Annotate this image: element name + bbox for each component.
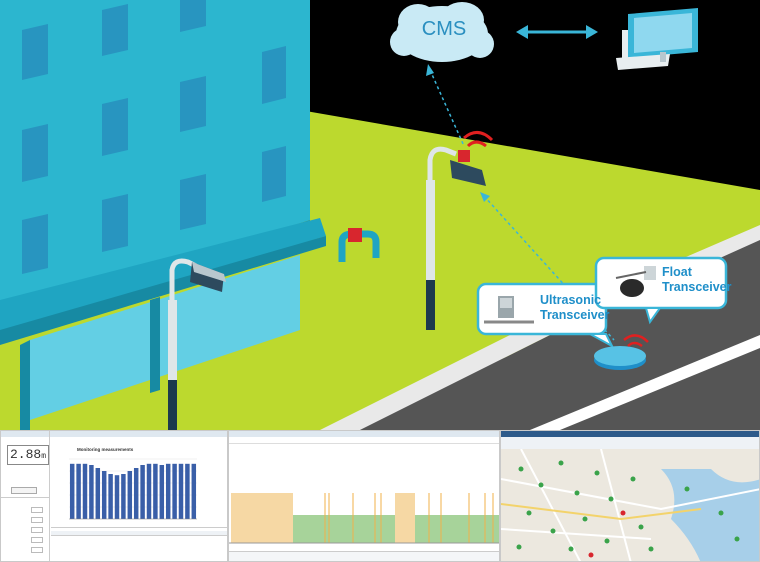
road-marking (530, 335, 760, 430)
chart-bar-7 (108, 474, 113, 519)
chart-bar-4 (89, 465, 94, 519)
chart-bar-17 (172, 463, 177, 519)
pipe-sensor (338, 228, 380, 262)
chart-bar-12 (140, 465, 145, 519)
ultrasonic-label: Ultrasonic Transceiver (540, 293, 610, 323)
float-label: Float Transceiver (662, 265, 732, 295)
float-callout (594, 256, 728, 325)
cms-cloud (390, 2, 494, 62)
chart-bar-11 (133, 468, 139, 519)
chart-bar-13 (146, 463, 152, 519)
chart-bar-5 (95, 468, 101, 519)
chart-bar-3 (82, 463, 88, 519)
level-readout-value: 2.88 (9, 447, 42, 462)
timeline-toolbar (229, 439, 499, 444)
chart-bar-20 (191, 463, 197, 519)
ultrasonic-callout (476, 282, 615, 349)
timeline-scrollbar[interactable] (229, 551, 499, 561)
panel-button[interactable] (11, 487, 37, 494)
cms-computer-link (516, 25, 598, 39)
float-label-line1: Float (662, 265, 692, 279)
chart-bar-1 (69, 463, 75, 519)
timeline-panel-titlebar (229, 431, 499, 437)
monitoring-panel: 2.88m Monitoring measurements (0, 430, 228, 562)
chart-bar-18 (178, 463, 184, 519)
building (0, 0, 326, 430)
level-readout: 2.88m (7, 445, 49, 465)
chart-bar-2 (76, 463, 81, 519)
monitoring-chart-title: Monitoring measurements (77, 447, 134, 452)
cms-label: CMS (421, 18, 467, 40)
panel-field-column (31, 507, 43, 553)
street-lamp-center (426, 131, 494, 330)
panel-divider (1, 497, 49, 498)
map-panel (500, 430, 760, 562)
ultrasonic-label-line1: Ultrasonic (540, 293, 602, 307)
float-label-line2: Transceiver (662, 280, 732, 294)
computer-icon (616, 8, 698, 70)
chart-bar-14 (153, 463, 158, 519)
chart-bar-9 (121, 474, 126, 519)
level-readout-unit: m (41, 452, 47, 461)
wireless-links (429, 69, 615, 341)
chart-bar-10 (127, 471, 133, 519)
chart-bar-6 (101, 471, 107, 519)
city-map[interactable] (501, 449, 760, 562)
chart-bar-8 (114, 475, 120, 519)
street-lamp-left (168, 258, 226, 430)
ultrasonic-label-line2: Transceiver (540, 308, 610, 322)
chart-bar-19 (185, 463, 190, 519)
monitoring-bar-chart (69, 458, 197, 520)
monitoring-panel-titlebar (1, 431, 227, 437)
timeline-chart (229, 445, 499, 549)
table-header (51, 531, 227, 536)
chart-bar-15 (159, 465, 165, 519)
manhole-sensor (594, 334, 649, 370)
timeline-panel (228, 430, 500, 562)
chart-bar-16 (165, 463, 171, 519)
map-panel-titlebar (501, 431, 759, 437)
